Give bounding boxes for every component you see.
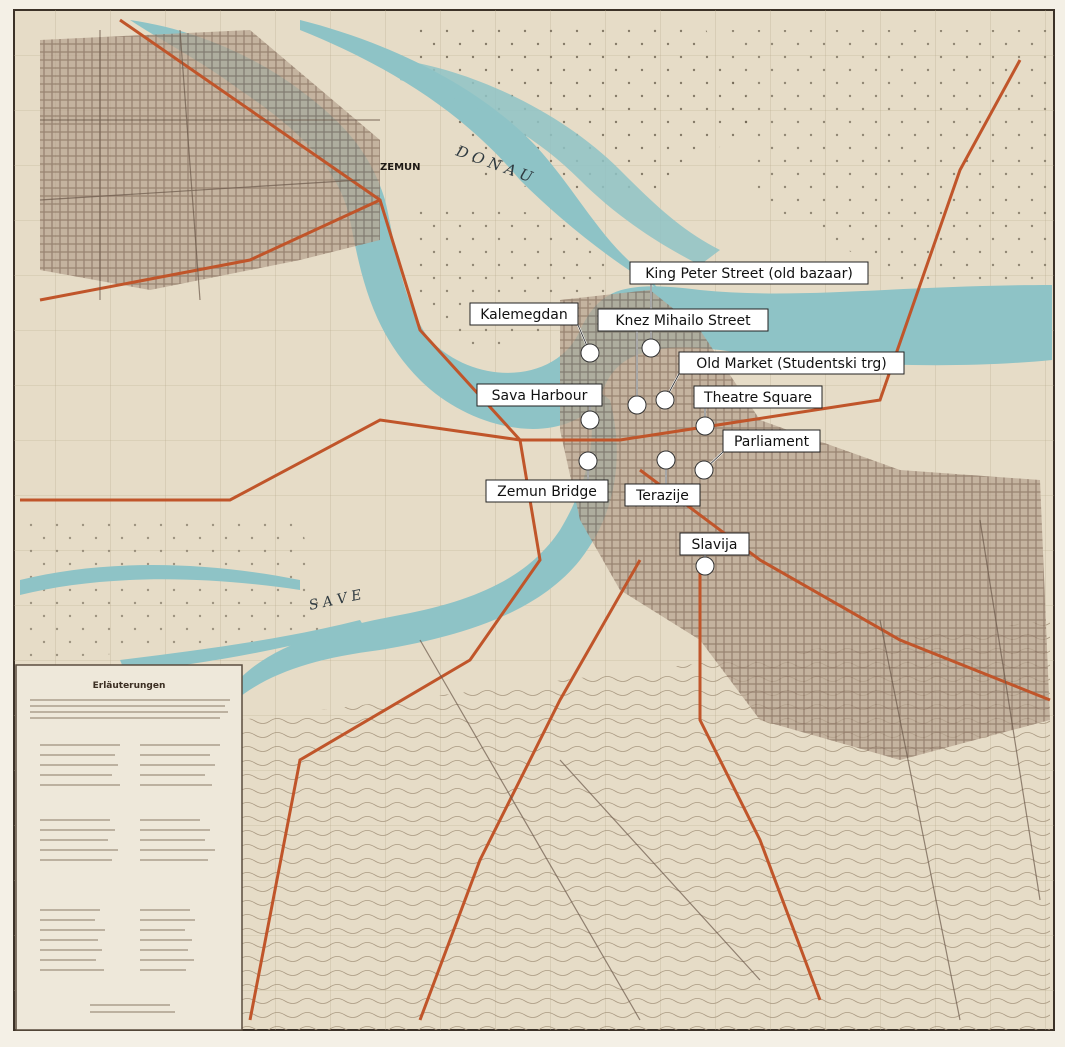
label-box (476, 383, 603, 407)
sava-arm (20, 565, 300, 595)
location-pin-icon[interactable] (580, 410, 600, 430)
place-marker-old-market[interactable]: Old Market (Studentski trg) (655, 351, 905, 410)
location-pin-icon[interactable] (695, 556, 715, 576)
place-marker-kalemegdan[interactable]: Kalemegdan (469, 302, 600, 363)
sava-river (215, 380, 617, 720)
place-marker-theatre-square[interactable]: Theatre Square (693, 385, 823, 436)
location-pin-icon[interactable] (695, 416, 715, 436)
place-label: Slavija (692, 537, 738, 553)
sava-arm (120, 620, 365, 672)
label-box (722, 429, 821, 453)
label-box (629, 261, 869, 285)
place-label: King Peter Street (old bazaar) (645, 266, 853, 282)
location-pin-icon[interactable] (578, 451, 598, 471)
marsh-area (20, 520, 330, 660)
location-pin-icon[interactable] (694, 460, 714, 480)
legend-lines (30, 699, 230, 1013)
place-label: Knez Mihailo Street (615, 313, 751, 329)
danube-arm (400, 60, 720, 265)
label-box (679, 532, 750, 556)
place-marker-terazije[interactable]: Terazije (624, 450, 701, 507)
place-label: Sava Harbour (492, 388, 588, 404)
location-pin-icon[interactable] (656, 450, 676, 470)
place-label: Terazije (635, 488, 689, 504)
marsh-area (720, 30, 1050, 300)
map-legend: Erläuterungen (15, 664, 243, 1031)
zemun-label: ZEMUN (380, 162, 421, 173)
place-label: Parliament (734, 434, 810, 450)
label-box (624, 483, 701, 507)
place-annotations: King Peter Street (old bazaar) Kalemegdan… (469, 261, 905, 576)
label-box (597, 308, 769, 332)
location-pin-icon[interactable] (655, 390, 675, 410)
legend-title: Erläuterungen (93, 681, 166, 691)
label-box (678, 351, 905, 375)
danube-branch (300, 20, 660, 290)
place-label: Theatre Square (703, 390, 812, 406)
danube-river (130, 20, 1052, 429)
place-label: Old Market (Studentski trg) (696, 356, 886, 372)
main-roads (20, 18, 1051, 1021)
location-pin-icon[interactable] (641, 338, 661, 358)
place-label: Kalemegdan (480, 307, 568, 323)
location-pin-icon[interactable] (627, 395, 647, 415)
place-marker-zemun-bridge[interactable]: Zemun Bridge (485, 451, 609, 503)
place-label: Zemun Bridge (497, 484, 597, 500)
label-box (485, 479, 609, 503)
marsh-area (400, 20, 760, 200)
place-marker-king-peter-street[interactable]: King Peter Street (old bazaar) (629, 261, 869, 358)
minor-roads (39, 29, 1041, 1021)
place-marker-sava-harbour[interactable]: Sava Harbour (476, 383, 603, 430)
place-marker-knez-mihailo-street[interactable]: Knez Mihailo Street (597, 308, 769, 415)
place-marker-slavija[interactable]: Slavija (679, 532, 750, 576)
label-box (693, 385, 823, 409)
label-box (469, 302, 579, 326)
location-pin-icon[interactable] (580, 343, 600, 363)
place-marker-parliament[interactable]: Parliament (694, 429, 821, 480)
zemun-urban-area (40, 30, 380, 290)
belgrade-urban-area (560, 290, 1050, 760)
